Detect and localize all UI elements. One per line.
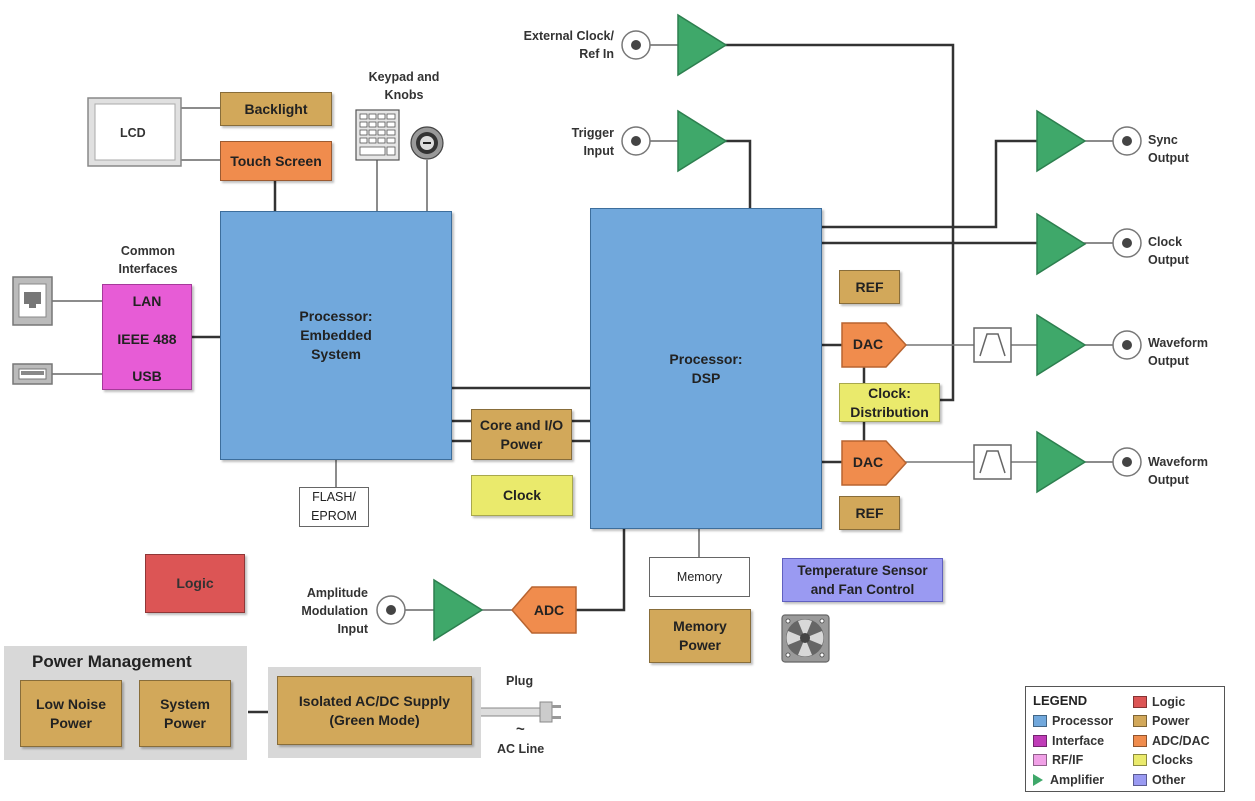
usb-label: USB — [132, 368, 162, 384]
ref-top-block: REF — [839, 270, 900, 304]
lcd-label: LCD — [120, 126, 146, 140]
legend-label: ADC/DAC — [1152, 734, 1210, 748]
waveform-output-2-label: Waveform Output — [1148, 455, 1208, 487]
signal-wires — [52, 43, 1114, 714]
interface-block — [102, 284, 192, 390]
legend-label: Power — [1152, 714, 1190, 728]
legend-label: Other — [1152, 773, 1186, 787]
rf-if-swatch — [1033, 754, 1047, 766]
ac-line-label: AC Line — [497, 742, 545, 756]
temperature-sensor-block: Temperature Sensor and Fan Control — [782, 558, 943, 602]
common-interfaces-label: Common Interfaces — [118, 244, 178, 276]
legend-item-clocks: Clocks — [1133, 753, 1193, 767]
external-clock-label: External Clock/ Ref In — [523, 29, 614, 61]
legend-item-rf-if: RF/IF — [1033, 753, 1083, 767]
legend: LEGEND Processor Interface RF/IF Amplifi… — [1025, 686, 1225, 792]
keypad-icon — [355, 109, 400, 161]
legend-item-power: Power — [1133, 714, 1190, 728]
waveform-output-1-label: Waveform Output — [1148, 336, 1208, 368]
legend-label: Interface — [1052, 734, 1105, 748]
legend-item-logic: Logic — [1133, 695, 1185, 709]
logic-block: Logic — [145, 554, 245, 613]
amplifiers — [433, 13, 1087, 642]
system-power-block: System Power — [139, 680, 231, 747]
core-io-power-block: Core and I/O Power — [471, 409, 572, 460]
legend-title: LEGEND — [1033, 693, 1088, 708]
plug-label: Plug — [506, 674, 534, 688]
dac-bottom-label: DAC — [852, 454, 884, 470]
backlight-block: Backlight — [220, 92, 332, 126]
clock-block: Clock — [471, 475, 573, 516]
legend-label: Processor — [1052, 714, 1114, 728]
processor-swatch — [1033, 715, 1047, 727]
power-swatch — [1133, 715, 1147, 727]
processor-dsp: Processor: DSP — [590, 208, 822, 529]
ac-symbol: ~ — [516, 721, 525, 738]
clock-output-label: Clock Output — [1148, 235, 1189, 267]
memory-power-block: Memory Power — [649, 609, 751, 663]
legend-item-amplifier: Amplifier — [1033, 773, 1104, 787]
adc-dac-swatch — [1133, 735, 1147, 747]
dac-top-label: DAC — [852, 336, 884, 352]
logic-swatch — [1133, 696, 1147, 708]
fan-icon — [781, 614, 830, 663]
lcd-icon — [87, 97, 182, 167]
clocks-swatch — [1133, 754, 1147, 766]
ref-bottom-block: REF — [839, 496, 900, 530]
connectors — [376, 30, 1142, 625]
converter-shapes — [511, 322, 908, 634]
adc-label: ADC — [533, 602, 565, 618]
clock-distribution-block: Clock: Distribution — [839, 383, 940, 422]
knob-icon — [410, 126, 444, 160]
legend-label: Amplifier — [1050, 773, 1105, 787]
memory-block: Memory — [649, 557, 750, 597]
legend-item-interface: Interface — [1033, 734, 1104, 748]
power-management-title: Power Management — [32, 652, 192, 671]
usb-port-icon — [12, 363, 53, 385]
trigger-input-label: Trigger Input — [571, 126, 614, 158]
legend-label: Logic — [1152, 695, 1186, 709]
processor-embedded-system: Processor: Embedded System — [220, 211, 452, 460]
legend-label: Clocks — [1152, 753, 1193, 767]
legend-item-other: Other — [1133, 773, 1185, 787]
amplifier-triangle-icon — [1033, 774, 1043, 786]
keypad-knobs-label: Keypad and Knobs — [368, 70, 440, 102]
lan-label: LAN — [132, 293, 162, 309]
ethernet-port-icon — [12, 276, 53, 326]
isolated-ac-dc-supply-block: Isolated AC/DC Supply (Green Mode) — [277, 676, 472, 745]
amplitude-modulation-label: Amplitude Modulation Input — [301, 586, 368, 636]
sync-output-label: Sync Output — [1148, 133, 1189, 165]
low-noise-power-block: Low Noise Power — [20, 680, 122, 747]
legend-label: RF/IF — [1052, 753, 1084, 767]
interface-swatch — [1033, 735, 1047, 747]
ieee488-label: IEEE 488 — [117, 331, 177, 347]
legend-item-adc-dac: ADC/DAC — [1133, 734, 1210, 748]
plug-icon — [479, 701, 561, 723]
filters — [973, 327, 1012, 480]
legend-item-processor: Processor — [1033, 714, 1113, 728]
other-swatch — [1133, 774, 1147, 786]
flash-eprom-block: FLASH/ EPROM — [299, 487, 369, 527]
touch-screen-block: Touch Screen — [220, 141, 332, 181]
